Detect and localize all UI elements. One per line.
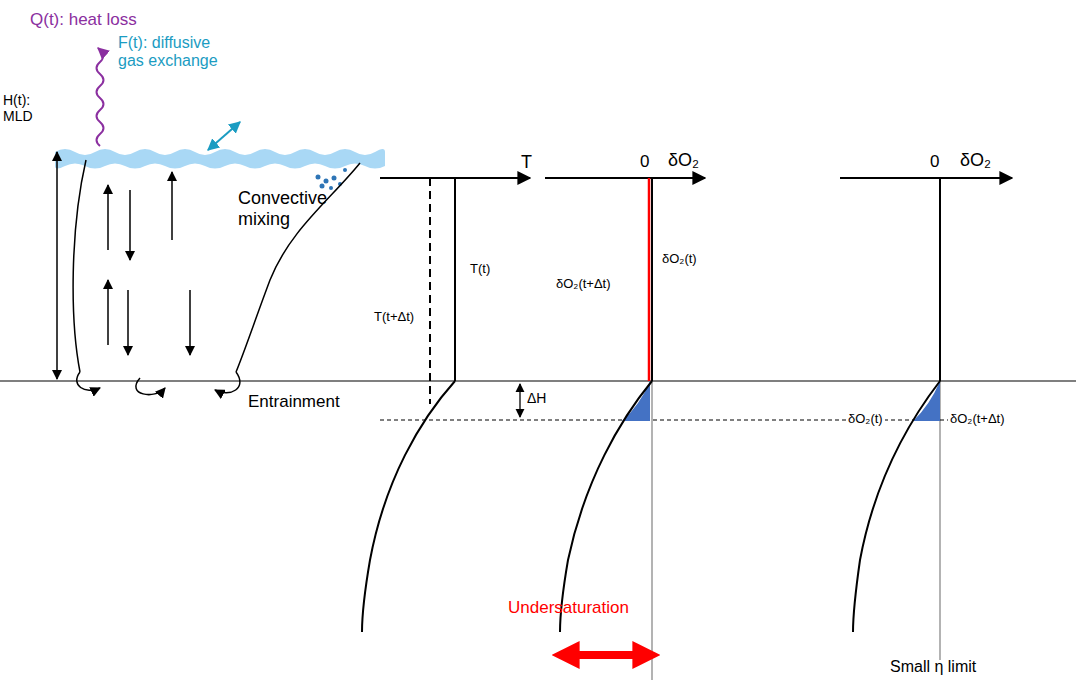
profile-label: δO₂(t+Δt) — [948, 412, 1007, 427]
limit-label: Small η limit — [890, 658, 976, 676]
profile-label: δO₂(t) — [846, 412, 885, 427]
gas-exchange-label: F(t): diffusive gas exchange — [118, 34, 238, 71]
entrainment-label: Entrainment — [248, 392, 340, 412]
undersaturation-label: Undersaturation — [508, 598, 629, 618]
mixing-label: Convective mixing — [238, 188, 338, 229]
axis-zero: 0 — [640, 152, 649, 172]
axis-zero: 0 — [930, 152, 939, 172]
axis-label: δO₂ — [668, 150, 699, 171]
axis-label: δO₂ — [960, 150, 991, 171]
thickness-label: ΔH — [527, 390, 546, 406]
profile-label: δO₂(t+Δt) — [556, 277, 611, 292]
mld-label: H(t): MLD — [3, 92, 51, 124]
axis-label: T — [521, 152, 532, 173]
profile-label: T(t) — [470, 262, 490, 277]
heat-loss-label: Q(t): heat loss — [30, 10, 137, 30]
profile-label: δO₂(t) — [662, 252, 697, 267]
profile-label: T(t+Δt) — [374, 310, 414, 325]
